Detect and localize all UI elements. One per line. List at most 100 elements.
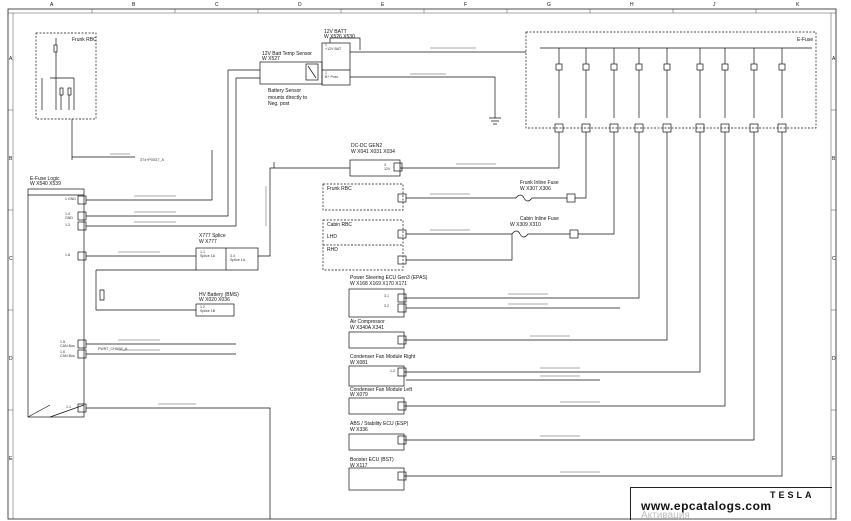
col-label-b: B	[132, 2, 136, 8]
watermark-brand: TESLA	[770, 490, 815, 500]
condleft-box	[348, 397, 405, 415]
splice-label: X777 Splice	[199, 233, 226, 239]
col-label-c: C	[215, 2, 219, 8]
frunk-to-efuse-wire	[71, 119, 135, 160]
frunk-rbc-top-box	[35, 32, 97, 120]
row-label-d-right: D	[832, 356, 836, 362]
wire-efuse-to-frunk-fuse	[575, 132, 587, 199]
aircomp-code: W X340A X341	[350, 325, 384, 331]
row-label-a-left: A	[9, 56, 13, 62]
row-ticks	[8, 109, 836, 411]
row-label-a-right: A	[832, 56, 836, 62]
efuse-label: E-Fuse	[797, 37, 814, 43]
epas-pin-2	[397, 303, 407, 313]
batt-12v-code: W X526 X530	[324, 34, 355, 40]
pin-label-7: 1.1	[66, 405, 71, 409]
efuse-pin-5	[77, 339, 87, 349]
efuse-logic-label: E-Fuse Logic	[30, 176, 60, 182]
abs-pin	[397, 435, 407, 445]
wire-efuse-to-condleft	[404, 132, 726, 407]
pin-label-5: 1.5 CAN Bus	[60, 340, 75, 348]
batt-12v-box	[321, 42, 351, 86]
pin-label-dcdc: 3 12V	[384, 163, 391, 171]
col-label-e: E	[381, 2, 385, 8]
batt-temp-sensor-slash	[307, 65, 317, 79]
booster-label: Booster ECU (BST)	[350, 457, 394, 463]
pin-label-4: 1.8	[65, 253, 70, 257]
epas-label: Power Steering ECU Gen3 (EPAS)	[350, 275, 428, 281]
frunk-inline-fuse-label: Frunk Inline Fuse	[520, 180, 559, 186]
watermark-url: www.epcatalogs.com	[641, 499, 772, 513]
wire-efuse-to-abs	[404, 132, 755, 441]
efuse-pin-1	[77, 195, 87, 205]
row-label-c-right: C	[832, 256, 836, 262]
pin-label-2: 1.4 GND	[65, 212, 73, 220]
wire-efuse-left-down	[27, 404, 85, 418]
pin-label-bpost: 1 B+ Post	[325, 71, 338, 79]
frunk-rbc-box	[322, 183, 404, 211]
frunk-rbc-label: Frunk RBC	[327, 186, 352, 192]
cabin-fuse-symbol	[511, 230, 550, 238]
wire-efuse-to-aircomp	[404, 132, 668, 341]
efuse-pin-7	[77, 403, 87, 413]
pin-label-3: 1.3	[65, 223, 70, 227]
pin-label-hv: 1.2 Splice 1B	[200, 305, 216, 313]
cabin-rbc-label: Cabin RBC	[327, 222, 353, 228]
pin-label-epas-1: 3.1	[384, 294, 389, 298]
col-label-j: J	[713, 2, 716, 8]
batt-temp-sensor-code: W X527	[262, 56, 280, 62]
wire-efuse-to-cabin-fuse	[578, 132, 615, 235]
title-block	[630, 487, 832, 520]
col-label-d: D	[298, 2, 302, 8]
frunk-top-fuse-1	[53, 44, 58, 53]
booster-box	[348, 467, 405, 491]
efuse-pins	[554, 123, 787, 133]
hv-battery-box	[195, 303, 235, 317]
wire-cabin-rbc	[406, 233, 513, 261]
ref-frunk: 3T4+P03G7_A	[140, 158, 164, 162]
row-label-b-left: B	[9, 156, 13, 162]
pin-label-epas-2: 3.2	[384, 304, 389, 308]
condleft-code: W X079	[350, 392, 368, 398]
frunk-inline-fuse-code: W X307 X306	[520, 186, 551, 192]
col-label-k: K	[796, 2, 800, 8]
batt-sensor-note: Battery Sensor mounts directly to Neg. p…	[268, 88, 308, 107]
abs-label: ABS / Stability ECU (ESP)	[350, 421, 409, 427]
dcdc-pin	[393, 162, 403, 172]
wire-efuse-bottom	[86, 407, 271, 519]
frunk-fuse-symbol	[515, 194, 548, 202]
column-ticks	[91, 9, 757, 13]
batt-temp-sensor-inner	[305, 63, 319, 81]
hv-battery-label: HV Battery (BMS)	[199, 292, 239, 298]
frunk-top-wiring	[41, 38, 75, 110]
condleft-pin	[397, 401, 407, 411]
wire-label-marks	[110, 47, 600, 473]
pin-label-6: 1.6 CAN Bus	[60, 350, 75, 358]
sheet-border	[7, 8, 837, 520]
condleft-label: Condenser Fan Module Left	[350, 387, 412, 393]
condright-code: W X081	[350, 360, 368, 366]
frunk-fuse-pin	[566, 193, 576, 203]
ref-pwr: PWRT_CHASE_A	[98, 347, 128, 351]
wire-batt-to-ground	[350, 76, 496, 118]
col-label-g: G	[547, 2, 551, 8]
cabin-fuse-pin	[569, 229, 579, 239]
row-label-b-right: B	[832, 156, 836, 162]
efuse-logic-code: W X540 X539	[30, 181, 61, 187]
wire-splice-to-dcdc	[258, 167, 350, 257]
row-label-d-left: D	[9, 356, 13, 362]
batt-12v-label: 12V BATT	[324, 29, 347, 35]
aircomp-label: Air Compressor	[350, 319, 385, 325]
efuse-fuses	[555, 63, 786, 71]
pin-label-batt: 1 +12V BAT	[325, 43, 342, 51]
booster-pin	[397, 471, 407, 481]
epas-pin-1	[397, 293, 407, 303]
cabin-inline-fuse-label: Cabin Inline Fuse	[520, 216, 559, 222]
condright-label: Condenser Fan Module Right	[350, 354, 416, 360]
epas-box	[348, 288, 405, 318]
epas-code: W X168 X169 X170 X171	[350, 281, 407, 287]
row-label-c-left: C	[9, 256, 13, 262]
frunk-rbc-pin	[397, 193, 407, 203]
efuse-pin-6	[77, 349, 87, 359]
